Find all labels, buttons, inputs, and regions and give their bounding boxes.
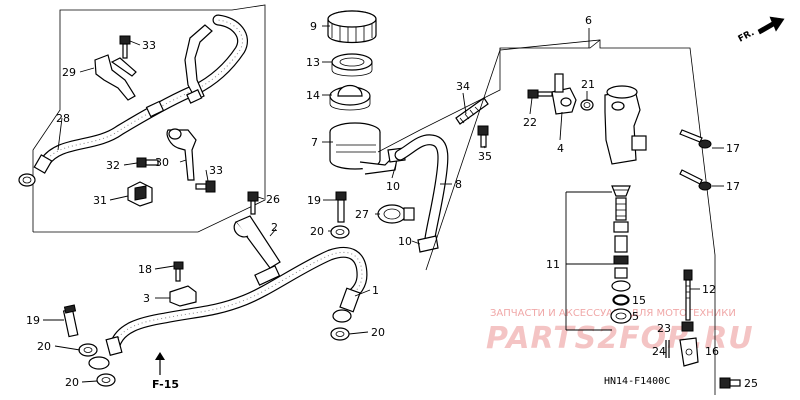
bolt-17-top: [679, 129, 712, 149]
section-ref-arrow: F-15: [152, 352, 179, 391]
bolt-33-lower: [195, 180, 216, 193]
clamp-29: [94, 54, 137, 101]
diaphragm-plate-13: [331, 53, 373, 77]
washer-20-c: [330, 327, 350, 341]
bolt-22: [527, 89, 553, 99]
push-rod-12: [683, 269, 693, 321]
section-ref-label: F-15: [152, 378, 179, 391]
callout-20-lower-b: 20: [65, 376, 79, 389]
washer-20-d: [330, 225, 350, 239]
callout-33-top: 33: [142, 39, 156, 52]
diagram-code: HN14-F1400C: [604, 376, 670, 387]
clamp-2: [233, 215, 281, 269]
bolt-26: [247, 191, 259, 215]
callout-20-lower-a: 20: [37, 340, 51, 353]
master-cylinder-body: [604, 85, 647, 165]
callout-27: 27: [355, 208, 369, 221]
callout-9: 9: [310, 20, 317, 33]
reservoir-7: [329, 122, 399, 175]
callout-20-mid: 20: [310, 225, 324, 238]
hose-28: [18, 14, 248, 187]
oring-21: [580, 99, 594, 111]
callout-30: 30: [155, 156, 169, 169]
washer-20-a: [78, 343, 98, 357]
reservoir-cap-9: [327, 10, 377, 44]
callout-8: 8: [455, 178, 462, 191]
piston-set-11: [611, 185, 631, 306]
callout-33-lower: 33: [209, 164, 223, 177]
callout-13: 13: [306, 56, 320, 69]
callout-2: 2: [271, 221, 278, 234]
callout-18: 18: [138, 263, 152, 276]
callout-labels: 9 13 14 7 10 8 10 27 19 20 34 35 6 4 22 …: [26, 14, 758, 390]
front-direction-arrow-icon: FR.: [737, 16, 785, 45]
boot-5: [610, 308, 632, 324]
callout-31: 31: [93, 194, 107, 207]
callout-5: 5: [632, 310, 639, 323]
callout-19-lower: 19: [26, 314, 40, 327]
pin-25: [719, 377, 741, 389]
hose-1: [105, 246, 368, 357]
cotter-pin-24: [665, 340, 670, 358]
nut-23: [681, 321, 694, 332]
bolt-19-mid: [335, 191, 347, 223]
callout-12: 12: [702, 283, 716, 296]
callout-17-top: 17: [726, 142, 740, 155]
bolt-35: [477, 125, 489, 148]
bolt-17-lower: [679, 169, 712, 191]
bolt-34: [455, 97, 489, 125]
callout-28: 28: [56, 112, 70, 125]
diaphragm-14: [329, 84, 371, 111]
bolt-19-lower: [62, 304, 79, 338]
watermark-logo: PARTS2FOR.RU: [486, 321, 754, 356]
grommet-31: [127, 181, 153, 207]
reservoir-hose-8: [394, 134, 449, 244]
callout-10-bottom: 10: [398, 235, 412, 248]
callout-7: 7: [311, 136, 318, 149]
joint-16: [679, 337, 699, 367]
callout-6: 6: [585, 14, 592, 27]
grommet-3: [169, 285, 197, 307]
callout-24: 24: [652, 345, 666, 358]
callout-23: 23: [657, 322, 671, 335]
callout-22: 22: [523, 116, 537, 129]
callout-19-mid: 19: [307, 194, 321, 207]
bolt-33-top: [119, 35, 131, 59]
callout-3: 3: [143, 292, 150, 305]
callout-14: 14: [306, 89, 320, 102]
banjo-fitting: [88, 356, 110, 370]
callout-11: 11: [546, 258, 560, 271]
clamp-27: [377, 204, 415, 224]
bolt-32: [136, 157, 159, 168]
callout-29: 29: [62, 66, 76, 79]
joint-4: [551, 73, 577, 115]
leader-lines: [43, 25, 724, 383]
callout-26: 26: [266, 193, 280, 206]
callout-17-lower: 17: [726, 180, 740, 193]
callout-1: 1: [372, 284, 379, 297]
callout-25: 25: [744, 377, 758, 390]
callout-32: 32: [106, 159, 120, 172]
callout-10-top: 10: [386, 180, 400, 193]
upper-left-frame-bottom: [33, 60, 266, 233]
callout-34: 34: [456, 80, 470, 93]
washer-20-b: [96, 373, 116, 387]
group-frame-top: [377, 39, 601, 153]
front-label: FR.: [737, 28, 756, 45]
callout-35: 35: [478, 150, 492, 163]
upper-left-frame-line: [32, 4, 266, 232]
bolt-18: [173, 261, 184, 282]
callout-21: 21: [581, 78, 595, 91]
master-cylinder-frame-left: [425, 49, 501, 271]
clamp-30: [166, 128, 197, 181]
circlip-15: [613, 295, 629, 305]
callout-15: 15: [632, 294, 646, 307]
banjo-fitting-2: [332, 309, 352, 323]
callout-16: 16: [705, 345, 719, 358]
callout-20-right: 20: [371, 326, 385, 339]
callout-4: 4: [557, 142, 564, 155]
